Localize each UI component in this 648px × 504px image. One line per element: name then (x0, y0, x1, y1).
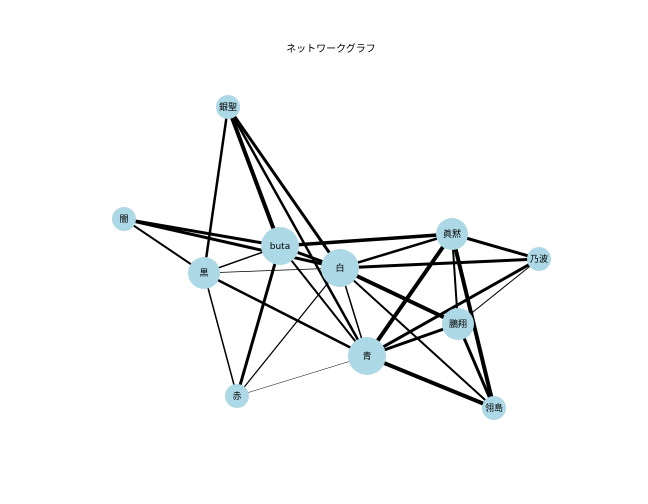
edge-26 (457, 258, 540, 325)
node-3[interactable]: 黒 (188, 257, 220, 289)
node-2[interactable]: buta (261, 227, 299, 265)
edge-29 (366, 354, 495, 410)
node-label: buta (270, 242, 290, 252)
node-circle[interactable] (436, 218, 468, 250)
node-circle[interactable] (225, 384, 249, 408)
node-label: 闇 (119, 214, 128, 225)
graph-title: ネットワークグラフ (286, 42, 376, 55)
node-4[interactable]: 白 (321, 249, 359, 287)
edge-25 (366, 257, 540, 358)
edge-9 (279, 232, 453, 248)
edge-1 (226, 106, 342, 269)
node-7[interactable]: 鵬翔 (442, 308, 474, 340)
edge-12 (203, 267, 341, 274)
node-circle[interactable] (527, 247, 551, 271)
node-0[interactable]: 銀聖 (216, 95, 240, 119)
node-label: 白 (335, 262, 344, 274)
node-label: 鵬翔 (449, 318, 467, 330)
edge-0 (226, 106, 282, 247)
edge-20 (236, 267, 341, 397)
node-circle[interactable] (261, 227, 299, 265)
edge-15 (339, 232, 453, 270)
edge-11 (235, 245, 282, 397)
node-circle[interactable] (188, 257, 220, 289)
edge-2 (202, 106, 230, 274)
node-label: 銀聖 (219, 101, 237, 113)
node-10[interactable]: 翎島 (482, 396, 506, 420)
node-9[interactable]: 赤 (225, 384, 249, 408)
node-circle[interactable] (112, 207, 136, 231)
edge-5 (123, 217, 341, 270)
edge-30 (236, 355, 368, 397)
node-circle[interactable] (442, 308, 474, 340)
node-8[interactable]: 青 (348, 337, 386, 375)
edge-13 (203, 271, 368, 358)
edge-3 (226, 106, 369, 357)
node-label: 赤 (232, 391, 241, 402)
node-6[interactable]: 乃波 (527, 247, 551, 271)
edge-14 (203, 272, 238, 397)
node-label: 乃波 (530, 253, 548, 265)
node-circle[interactable] (216, 95, 240, 119)
node-1[interactable]: 闇 (112, 207, 136, 231)
node-circle[interactable] (348, 337, 386, 375)
node-5[interactable]: 眞黙 (436, 218, 468, 250)
edge-6 (123, 218, 205, 274)
node-label: 黒 (199, 268, 208, 279)
edge-16 (339, 257, 540, 270)
node-label: 眞黙 (443, 228, 461, 240)
edge-23 (365, 232, 454, 358)
edge-10 (279, 245, 368, 357)
node-label: 青 (362, 350, 371, 362)
node-label: 翎島 (485, 402, 503, 414)
node-circle[interactable] (482, 396, 506, 420)
node-circle[interactable] (321, 249, 359, 287)
